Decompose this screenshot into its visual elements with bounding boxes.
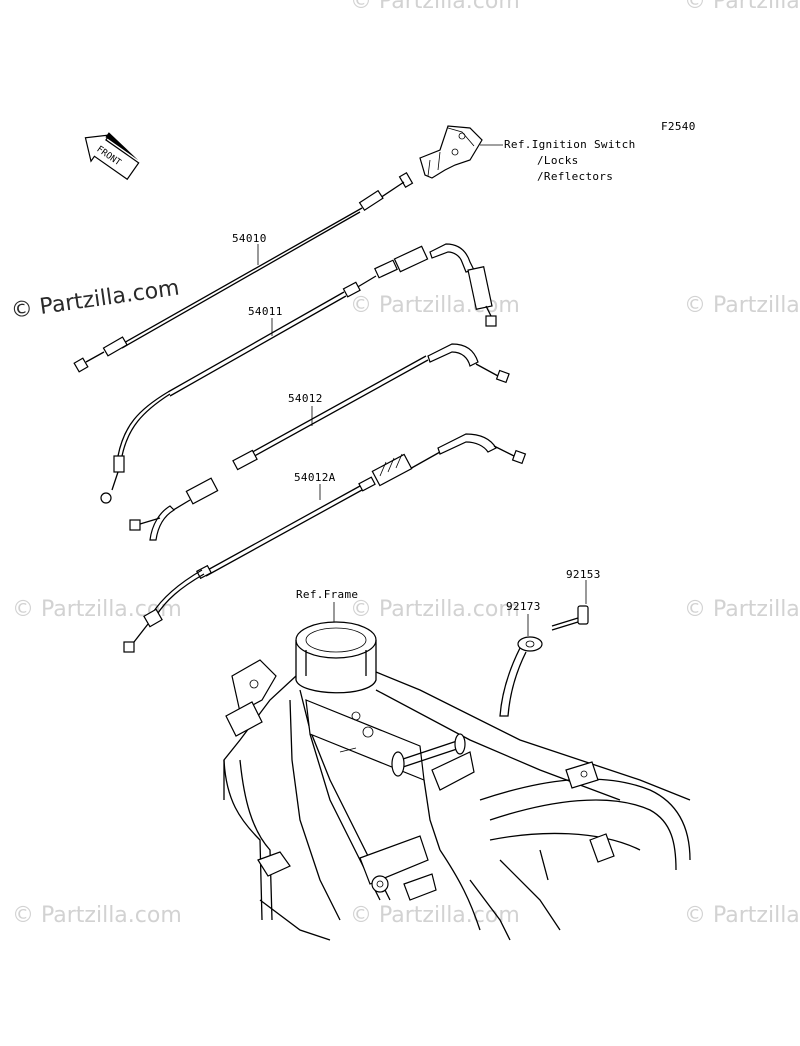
watermark: © Partzilla.com bbox=[684, 293, 800, 318]
front-arrow-icon: FRONT bbox=[84, 132, 140, 181]
cable-54012 bbox=[129, 343, 510, 541]
part-54011-label: 54011 bbox=[248, 305, 283, 318]
cable-54011 bbox=[100, 243, 497, 504]
watermark: © Partzilla.com bbox=[684, 903, 800, 928]
ignition-switch-bracket bbox=[419, 125, 503, 179]
watermark: © Partzilla.com bbox=[350, 903, 520, 928]
part-92153-label: 92153 bbox=[566, 568, 601, 581]
watermark: © Partzilla.com bbox=[350, 293, 520, 318]
part-54012-label: 54012 bbox=[288, 392, 323, 405]
ref-frame-label: Ref.Frame bbox=[296, 588, 358, 601]
part-54012a-label: 54012A bbox=[294, 471, 336, 484]
part-54010-label: 54010 bbox=[232, 232, 267, 245]
watermark: © Partzilla.com bbox=[684, 597, 800, 622]
ref-locks-label: /Locks bbox=[537, 154, 579, 167]
figure-code: F2540 bbox=[661, 120, 696, 133]
clamp-92173 bbox=[499, 614, 543, 717]
part-92173-label: 92173 bbox=[506, 600, 541, 613]
cable-54012a bbox=[123, 433, 527, 653]
cable-54010 bbox=[73, 171, 414, 373]
watermark: © Partzilla.com bbox=[350, 597, 520, 622]
watermark: © Partzilla.com bbox=[350, 0, 520, 14]
ref-reflectors-label: /Reflectors bbox=[537, 170, 613, 183]
watermark-dark: © Partzilla.com bbox=[9, 276, 181, 324]
watermark: © Partzilla.com bbox=[684, 0, 800, 14]
motorcycle-frame bbox=[223, 621, 691, 941]
ref-ignition-switch-label: Ref.Ignition Switch bbox=[504, 138, 636, 151]
watermark: © Partzilla.com bbox=[12, 903, 182, 928]
bolt-92153 bbox=[551, 580, 589, 631]
